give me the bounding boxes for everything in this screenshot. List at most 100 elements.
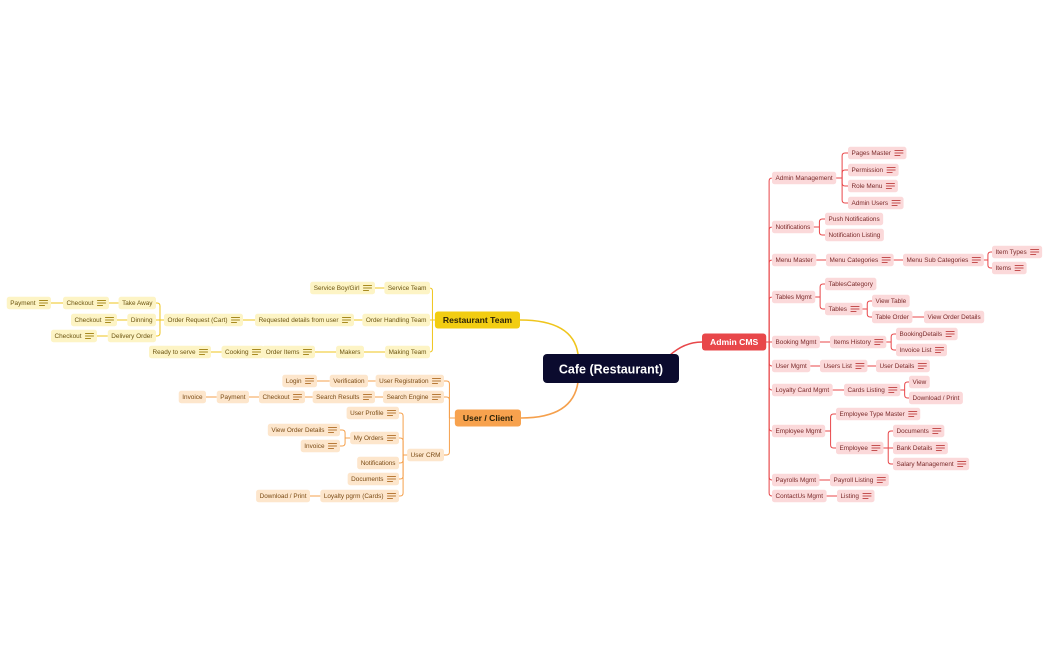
note-icon[interactable]: [874, 338, 884, 346]
main-topic-user-client[interactable]: User / Client: [454, 409, 521, 427]
topic-download-print[interactable]: Download / Print: [909, 391, 963, 405]
note-icon[interactable]: [932, 427, 942, 435]
topic-cards-listing[interactable]: Cards Listing: [844, 383, 901, 397]
topic-invoice[interactable]: Invoice: [300, 439, 340, 453]
note-icon[interactable]: [230, 316, 241, 324]
topic-order-items[interactable]: Order Items: [262, 345, 315, 359]
topic-documents[interactable]: Documents: [347, 472, 399, 486]
topic-search-engine[interactable]: Search Engine: [383, 390, 444, 404]
topic-notifications[interactable]: Notifications: [357, 456, 399, 470]
topic-user-profile[interactable]: User Profile: [346, 406, 399, 420]
topic-login[interactable]: Login: [282, 374, 317, 388]
topic-checkout[interactable]: Checkout: [71, 313, 117, 327]
topic-item-types[interactable]: Item Types: [992, 245, 1043, 259]
topic-checkout[interactable]: Checkout: [51, 329, 97, 343]
topic-requested-details-from-user[interactable]: Requested details from user: [255, 313, 354, 327]
note-icon[interactable]: [362, 393, 373, 401]
note-icon[interactable]: [38, 299, 49, 307]
note-icon[interactable]: [885, 182, 895, 190]
topic-invoice[interactable]: Invoice: [178, 390, 206, 404]
topic-documents[interactable]: Documents: [893, 424, 945, 438]
topic-items[interactable]: Items: [992, 261, 1027, 275]
main-topic-restaurant-team[interactable]: Restaurant Team: [434, 311, 520, 329]
note-icon[interactable]: [855, 362, 865, 370]
topic-ready-to-serve[interactable]: Ready to serve: [149, 345, 211, 359]
topic-employee-mgmt[interactable]: Employee Mgmt: [772, 424, 826, 438]
topic-listing[interactable]: Listing: [837, 489, 875, 503]
topic-bookingdetails[interactable]: BookingDetails: [896, 327, 958, 341]
note-icon[interactable]: [96, 299, 107, 307]
topic-menu-sub-categories[interactable]: Menu Sub Categories: [903, 253, 984, 267]
topic-makers[interactable]: Makers: [336, 345, 364, 359]
topic-invoice-list[interactable]: Invoice List: [896, 343, 947, 357]
topic-tables-mgmt[interactable]: Tables Mgmt: [772, 290, 816, 304]
topic-permission[interactable]: Permission: [848, 163, 899, 177]
topic-salary-management[interactable]: Salary Management: [893, 457, 970, 471]
topic-verification[interactable]: Verification: [329, 374, 368, 388]
note-icon[interactable]: [917, 362, 927, 370]
note-icon[interactable]: [891, 199, 901, 207]
note-icon[interactable]: [850, 305, 860, 313]
topic-checkout[interactable]: Checkout: [259, 390, 305, 404]
note-icon[interactable]: [431, 393, 442, 401]
topic-menu-categories[interactable]: Menu Categories: [826, 253, 894, 267]
topic-role-menu[interactable]: Role Menu: [848, 179, 898, 193]
topic-admin-management[interactable]: Admin Management: [772, 171, 837, 185]
topic-take-away[interactable]: Take Away: [118, 296, 156, 310]
note-icon[interactable]: [881, 256, 891, 264]
topic-user-mgmt[interactable]: User Mgmt: [772, 359, 811, 373]
topic-making-team[interactable]: Making Team: [385, 345, 430, 359]
topic-dinning[interactable]: Dinning: [127, 313, 156, 327]
note-icon[interactable]: [386, 409, 397, 417]
topic-view-order-details[interactable]: View Order Details: [267, 423, 340, 437]
topic-contactus-mgmt[interactable]: ContactUs Mgmt: [772, 489, 827, 503]
note-icon[interactable]: [934, 346, 945, 354]
topic-push-notifications[interactable]: Push Notifications: [825, 212, 884, 226]
topic-table-order[interactable]: Table Order: [872, 310, 913, 324]
note-icon[interactable]: [957, 460, 967, 468]
topic-employee-type-master[interactable]: Employee Type Master: [836, 407, 921, 421]
note-icon[interactable]: [431, 377, 442, 385]
note-icon[interactable]: [945, 330, 955, 338]
note-icon[interactable]: [1030, 248, 1040, 256]
note-icon[interactable]: [84, 332, 95, 340]
topic-cooking[interactable]: Cooking: [221, 345, 264, 359]
topic-view[interactable]: View: [909, 375, 930, 389]
topic-users-list[interactable]: Users List: [820, 359, 868, 373]
topic-payment[interactable]: Payment: [216, 390, 249, 404]
topic-view-order-details[interactable]: View Order Details: [924, 310, 985, 324]
topic-payrolls-mgmt[interactable]: Payrolls Mgmt: [772, 473, 820, 487]
note-icon[interactable]: [871, 444, 881, 452]
topic-tablescategory[interactable]: TablesCategory: [825, 277, 877, 291]
note-icon[interactable]: [386, 492, 397, 500]
topic-payment[interactable]: Payment: [6, 296, 51, 310]
note-icon[interactable]: [104, 316, 115, 324]
topic-notifications[interactable]: Notifications: [772, 220, 814, 234]
topic-checkout[interactable]: Checkout: [63, 296, 109, 310]
note-icon[interactable]: [908, 410, 918, 418]
note-icon[interactable]: [198, 348, 209, 356]
central-topic[interactable]: Cafe (Restaurant): [543, 354, 679, 383]
note-icon[interactable]: [304, 377, 315, 385]
note-icon[interactable]: [327, 426, 338, 434]
topic-loyalty-pgrm-cards[interactable]: Loyalty pgrm (Cards): [320, 489, 399, 503]
topic-menu-master[interactable]: Menu Master: [772, 253, 817, 267]
topic-service-boy-girl[interactable]: Service Boy/Girl: [310, 281, 375, 295]
topic-tables[interactable]: Tables: [825, 302, 863, 316]
topic-delivery-order[interactable]: Delivery Order: [107, 329, 156, 343]
topic-items-history[interactable]: Items History: [830, 335, 887, 349]
note-icon[interactable]: [886, 166, 896, 174]
topic-admin-users[interactable]: Admin Users: [848, 196, 904, 210]
topic-user-details[interactable]: User Details: [876, 359, 930, 373]
note-icon[interactable]: [386, 434, 397, 442]
topic-service-team[interactable]: Service Team: [384, 281, 430, 295]
topic-order-request-cart[interactable]: Order Request (Cart): [163, 313, 243, 327]
note-icon[interactable]: [862, 492, 872, 500]
note-icon[interactable]: [327, 442, 338, 450]
note-icon[interactable]: [302, 348, 313, 356]
note-icon[interactable]: [251, 348, 262, 356]
topic-user-registration[interactable]: User Registration: [375, 374, 444, 388]
topic-notification-listing[interactable]: Notification Listing: [825, 228, 884, 242]
topic-loyalty-card-mgmt[interactable]: Loyalty Card Mgmt: [772, 383, 833, 397]
topic-employee[interactable]: Employee: [836, 441, 884, 455]
